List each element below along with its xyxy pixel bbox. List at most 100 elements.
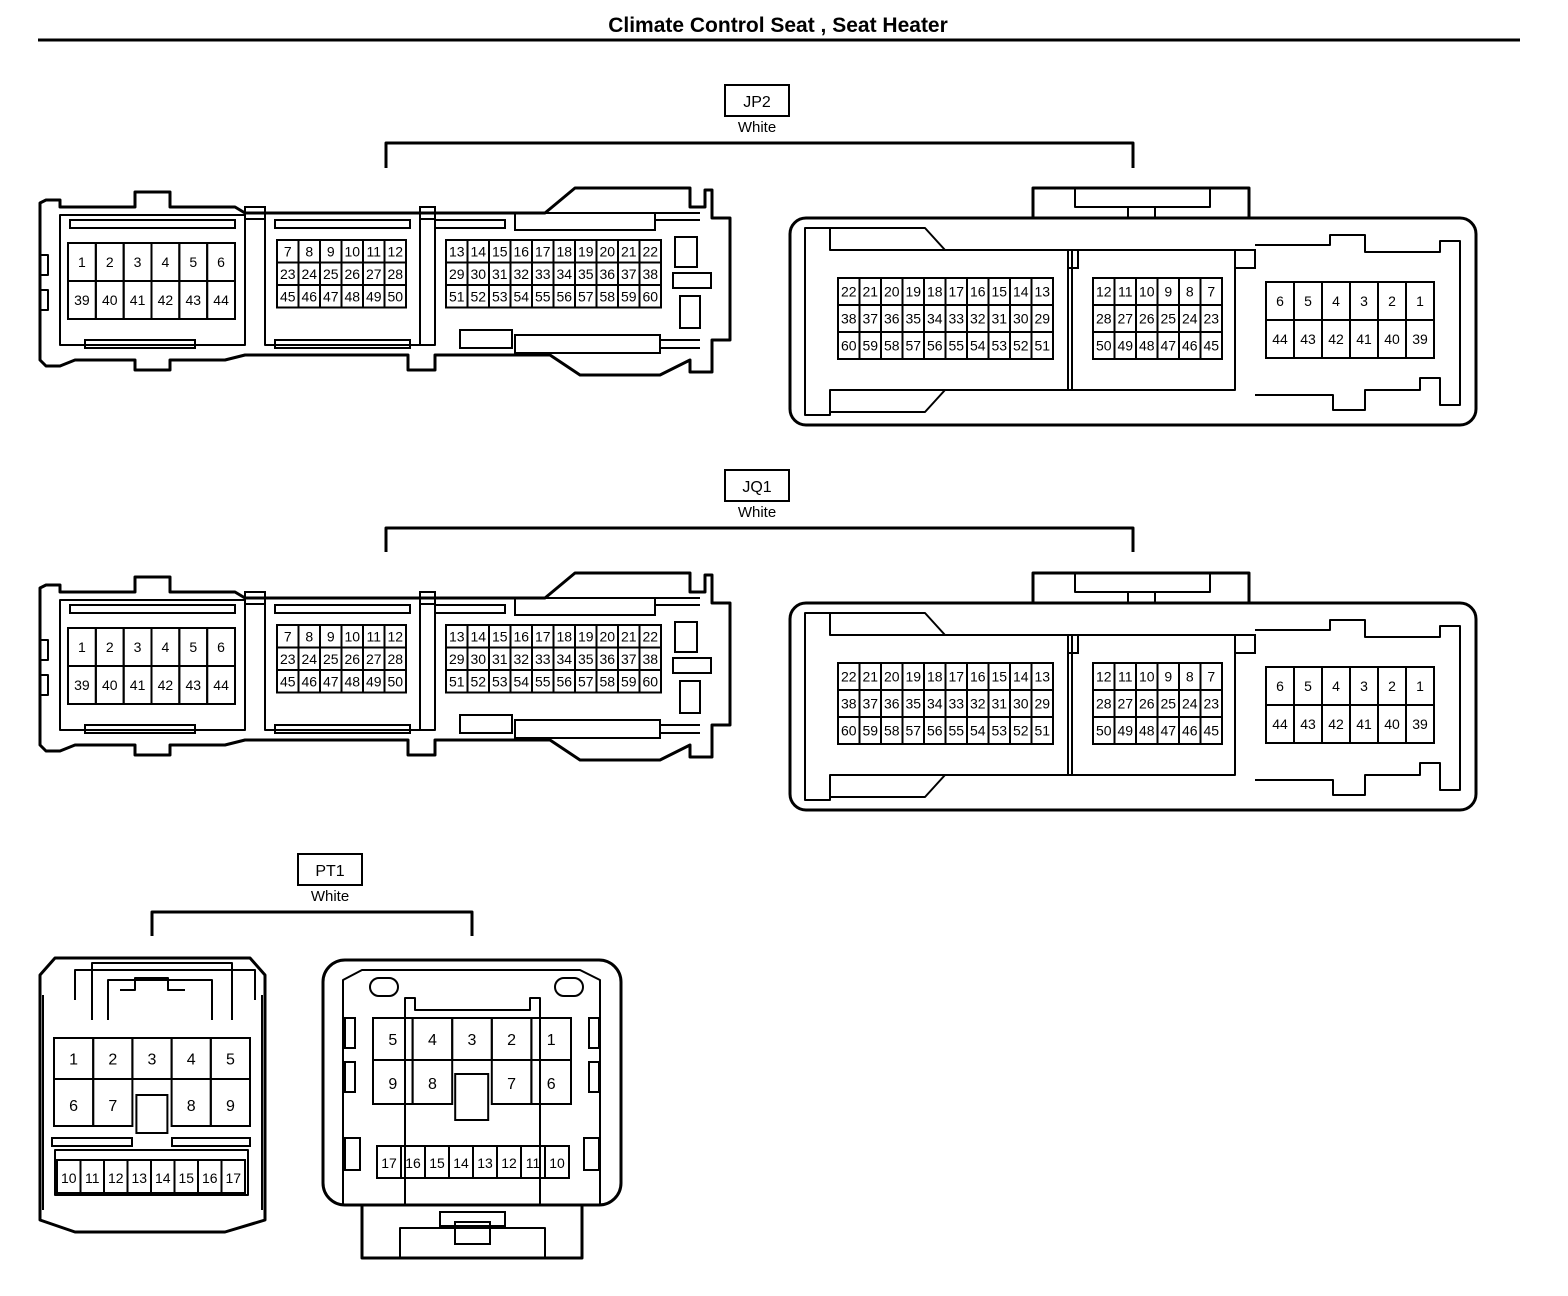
pin-number: 9 xyxy=(1164,284,1172,300)
connector-id: JQ1 xyxy=(742,479,771,496)
lock-tab xyxy=(439,1211,506,1227)
pin-number: 8 xyxy=(1186,669,1194,685)
pin-number: 3 xyxy=(468,1032,477,1049)
pin-number: 28 xyxy=(387,651,403,667)
pin-number: 12 xyxy=(387,628,403,644)
pin-number: 11 xyxy=(526,1155,541,1171)
pin-number: 9 xyxy=(327,628,335,644)
pin-number: 27 xyxy=(1117,311,1133,327)
connector-color: White xyxy=(738,119,776,136)
pin-number: 37 xyxy=(862,311,878,327)
pin-number: 20 xyxy=(599,628,615,644)
pin-number: 59 xyxy=(862,338,878,354)
bottom-lock xyxy=(399,1227,546,1258)
block-outline xyxy=(59,599,246,731)
pin-number: 44 xyxy=(1272,716,1288,732)
pin-number: 58 xyxy=(599,288,615,304)
pin-number: 43 xyxy=(1300,331,1316,347)
pin-number: 32 xyxy=(513,266,529,282)
guide-rail xyxy=(655,597,700,734)
pin-number: 21 xyxy=(621,628,637,644)
top-lock xyxy=(1031,571,1251,603)
pin-number: 41 xyxy=(130,677,146,693)
lock-tab xyxy=(419,206,436,220)
pin-number: 45 xyxy=(1203,338,1219,354)
pin-number: 52 xyxy=(470,673,486,689)
pin-cell xyxy=(1199,716,1223,745)
pin-number: 30 xyxy=(1013,311,1029,327)
pin-number: 9 xyxy=(226,1098,235,1115)
pin-number: 16 xyxy=(970,284,986,300)
pin-number: 10 xyxy=(61,1170,77,1186)
pin-number: 7 xyxy=(284,628,292,644)
pin-number: 34 xyxy=(556,266,572,282)
pin-number: 11 xyxy=(366,628,381,644)
top-lock xyxy=(107,979,213,1020)
lock-tab xyxy=(1067,634,1079,654)
pin-number: 12 xyxy=(1096,669,1112,685)
pin-number: 36 xyxy=(884,311,900,327)
pin-number: 42 xyxy=(158,677,174,693)
housing-outline xyxy=(788,216,1478,427)
pin-number: 1 xyxy=(547,1032,556,1049)
pin-number: 17 xyxy=(225,1170,241,1186)
pin-number: 10 xyxy=(549,1155,565,1171)
pin-number: 5 xyxy=(189,254,197,270)
block-outline xyxy=(54,1149,249,1196)
pin-number: 52 xyxy=(1013,338,1029,354)
pin-number: 40 xyxy=(102,292,118,308)
pin-number: 12 xyxy=(501,1155,517,1171)
pin-number: 50 xyxy=(387,673,403,689)
pin-number: 49 xyxy=(366,288,382,304)
keying-hole xyxy=(554,977,584,997)
pin-number: 21 xyxy=(621,243,637,259)
pin-number: 41 xyxy=(1356,716,1372,732)
pin-number: 2 xyxy=(106,254,114,270)
pin-number: 42 xyxy=(158,292,174,308)
pin-number: 11 xyxy=(85,1170,100,1186)
pin-number: 7 xyxy=(1207,284,1215,300)
pin-number: 21 xyxy=(862,284,878,300)
pin-number: 3 xyxy=(148,1051,157,1068)
pin-number: 4 xyxy=(1332,678,1340,694)
pin-number: 17 xyxy=(948,669,964,685)
latch-notch xyxy=(40,254,49,276)
pin-number: 36 xyxy=(884,696,900,712)
pin-number: 39 xyxy=(74,292,90,308)
pin-number: 23 xyxy=(280,651,296,667)
side-slot xyxy=(583,1137,600,1171)
pin-number: 4 xyxy=(162,254,170,270)
pin-number: 7 xyxy=(1207,669,1215,685)
pin-number: 10 xyxy=(344,628,360,644)
guide-rail xyxy=(69,604,236,614)
pin-number: 44 xyxy=(213,292,229,308)
pin-number: 51 xyxy=(449,288,465,304)
pin-number: 44 xyxy=(1272,331,1288,347)
block-outline xyxy=(1067,634,1255,776)
block-outline xyxy=(264,598,436,731)
pin-number: 37 xyxy=(862,696,878,712)
block-outline xyxy=(404,997,541,1205)
pin-number: 13 xyxy=(1034,669,1050,685)
block-outline xyxy=(1067,249,1255,391)
guide-rail xyxy=(830,774,946,798)
pin-number: 14 xyxy=(155,1170,171,1186)
pin-number: 48 xyxy=(344,673,360,689)
guide-rail xyxy=(274,339,411,349)
pin-number: 50 xyxy=(1096,723,1112,739)
lock-tab xyxy=(1067,249,1079,269)
pin-number: 31 xyxy=(991,696,1007,712)
pin-number: 14 xyxy=(470,243,486,259)
pin-number: 5 xyxy=(226,1051,235,1068)
pin-number: 3 xyxy=(1360,293,1368,309)
pin-number: 12 xyxy=(387,243,403,259)
pin-number: 46 xyxy=(301,673,317,689)
pin-number: 47 xyxy=(323,673,339,689)
pin-cell xyxy=(383,284,407,309)
pin-number: 30 xyxy=(470,651,486,667)
connector-color: White xyxy=(311,888,349,905)
pin-number: 42 xyxy=(1328,331,1344,347)
